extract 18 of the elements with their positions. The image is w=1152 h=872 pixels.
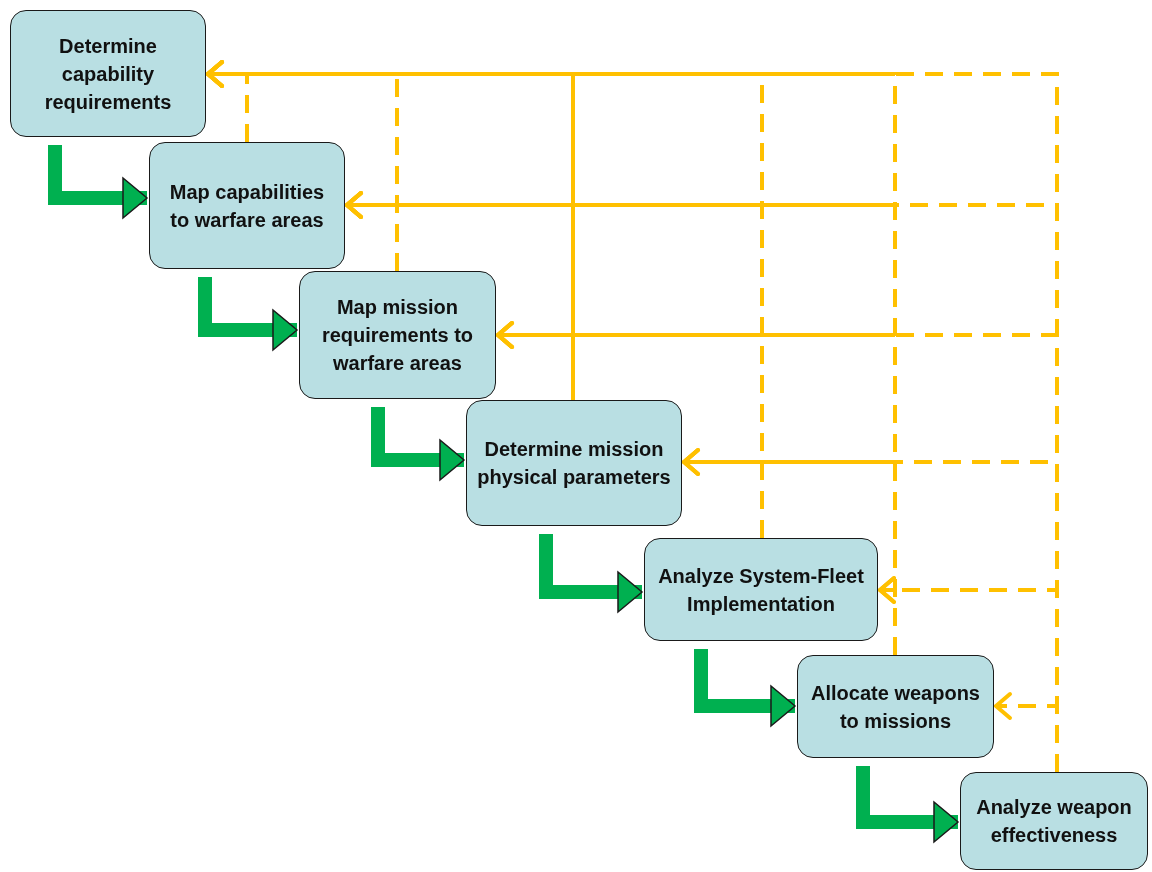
box-label: Map mission requirements to warfare areas (320, 295, 475, 376)
box-label: Determine capability requirements (43, 33, 173, 115)
box-label: Analyze System-Fleet Implementation (657, 563, 865, 617)
step-arrow (539, 534, 643, 613)
process-box (644, 538, 878, 641)
box-label: Determine mission physical parameters (476, 437, 672, 490)
process-box (149, 142, 345, 269)
process-box (10, 10, 206, 137)
process-box (466, 400, 682, 526)
feedback-arrow (994, 692, 1059, 772)
process-box (299, 271, 496, 399)
box-label: Map capabilities to warfare areas (168, 179, 326, 233)
step-arrow (856, 766, 959, 843)
process-box (797, 655, 994, 758)
box-label: Analyze weapon effectiveness (975, 795, 1133, 848)
step-arrow (694, 649, 796, 727)
box-label: Allocate weapons to missions (810, 680, 981, 734)
process-box (960, 772, 1148, 870)
